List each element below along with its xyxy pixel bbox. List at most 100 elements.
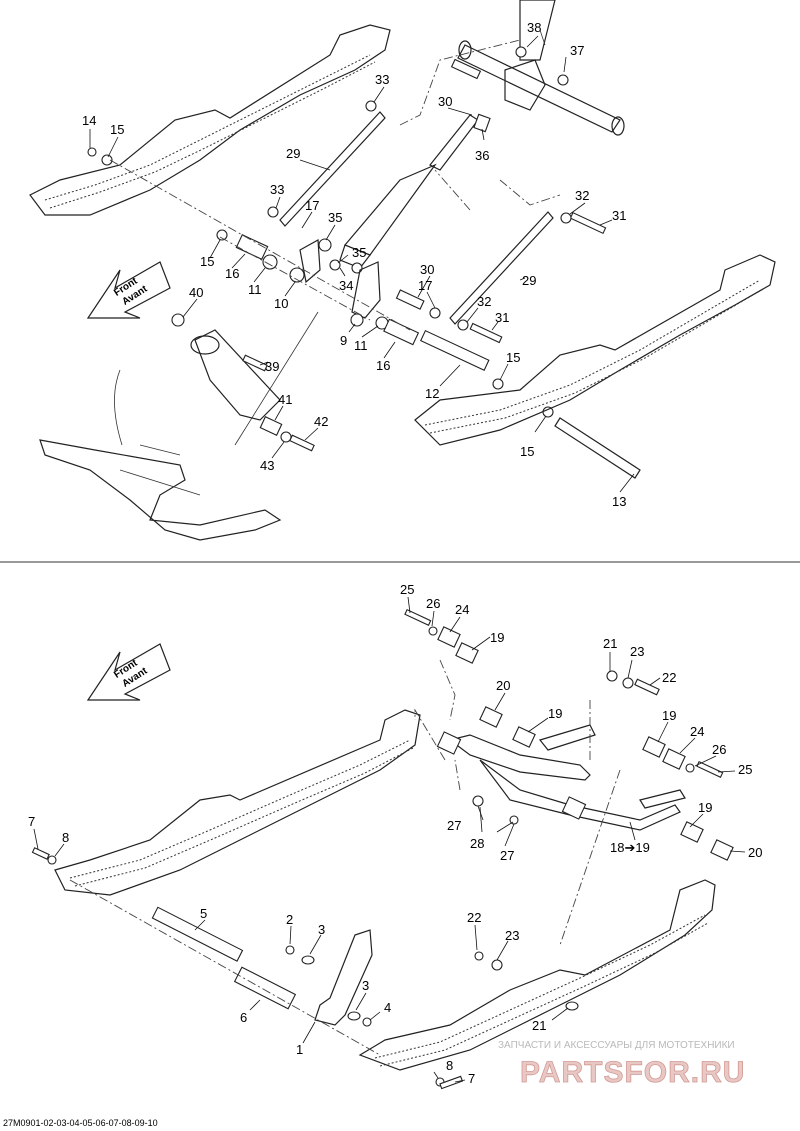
callout-33: 33 <box>270 182 284 197</box>
callout-32: 32 <box>477 294 491 309</box>
callout-37: 37 <box>570 43 584 58</box>
callout-33: 33 <box>375 72 389 87</box>
assembly-centerlines-lower <box>69 659 621 1056</box>
callout-5: 5 <box>200 906 207 921</box>
assembly-centerlines-upper <box>109 39 561 331</box>
callout-21: 21 <box>603 636 617 651</box>
callout-16: 16 <box>376 358 390 373</box>
lower-leader-lines <box>33 596 746 1083</box>
callout-35: 35 <box>352 245 366 260</box>
callout-2: 2 <box>286 912 293 927</box>
upper-view: 38 37 33 30 36 14 15 29 33 17 35 32 31 1… <box>29 0 776 541</box>
callout-36: 36 <box>475 148 489 163</box>
front-arm-frame <box>436 724 686 831</box>
callout-10: 10 <box>274 296 288 311</box>
watermark-tagline: ЗАПЧАСТИ И АКСЕССУАРЫ ДЛЯ МОТОТЕХНИКИ <box>498 1040 735 1051</box>
callout-19: 19 <box>698 800 712 815</box>
callout-21: 21 <box>532 1018 546 1033</box>
chassis-reference-view <box>39 311 319 541</box>
rail-bolts <box>31 847 464 1090</box>
callout-25: 25 <box>400 582 414 597</box>
callout-28: 28 <box>470 836 484 851</box>
callout-23: 23 <box>630 644 644 659</box>
callout-34: 34 <box>339 278 353 293</box>
right-rail-upper <box>414 254 776 446</box>
callout-8: 8 <box>446 1058 453 1073</box>
callout-19: 19 <box>548 706 562 721</box>
watermark: ЗАПЧАСТИ И АКСЕССУАРЫ ДЛЯ МОТОТЕХНИКИ PA… <box>498 1040 745 1089</box>
front-direction-arrow-lower <box>86 643 171 701</box>
callout-24: 24 <box>455 602 469 617</box>
callout-40: 40 <box>189 285 203 300</box>
callout-38: 38 <box>527 20 541 35</box>
front-axle-5-6 <box>151 906 297 1010</box>
callout-29: 29 <box>286 146 300 161</box>
drawing-code: 27M0901-02-03-04-05-06-07-08-09-10 <box>3 1118 158 1128</box>
callout-43: 43 <box>260 458 274 473</box>
callout-1: 1 <box>296 1042 303 1057</box>
callout-41: 41 <box>278 392 292 407</box>
callout-30: 30 <box>438 94 452 109</box>
callout-4: 4 <box>384 1000 391 1015</box>
callout-3: 3 <box>318 922 325 937</box>
lower-bushings <box>404 608 734 861</box>
callout-22: 22 <box>662 670 676 685</box>
callout-42: 42 <box>314 414 328 429</box>
callout-7: 7 <box>468 1071 475 1086</box>
callout-13: 13 <box>612 494 626 509</box>
callout-19: 19 <box>490 630 504 645</box>
left-rail-upper <box>29 24 391 216</box>
callout-17: 17 <box>305 198 319 213</box>
right-rail-lower <box>358 879 716 1087</box>
center-axle-parts <box>87 46 607 418</box>
callout-26: 26 <box>712 742 726 757</box>
callout-20: 20 <box>748 845 762 860</box>
long-axle-13 <box>554 417 641 479</box>
callout-12: 12 <box>425 386 439 401</box>
callout-9: 9 <box>340 333 347 348</box>
callout-27: 27 <box>500 848 514 863</box>
callout-15: 15 <box>520 444 534 459</box>
callout-11: 11 <box>354 338 368 353</box>
front-arm-top-shaft <box>457 0 625 136</box>
callout-27: 27 <box>447 818 461 833</box>
callout-15: 15 <box>200 254 214 269</box>
callout-17: 17 <box>418 278 432 293</box>
front-label-upper: Front Avant <box>112 275 150 307</box>
callout-8: 8 <box>62 830 69 845</box>
lower-view: Front Avant <box>28 582 762 1090</box>
callout-24: 24 <box>690 724 704 739</box>
rear-shock-absorber <box>190 329 315 452</box>
callout-15: 15 <box>110 122 124 137</box>
left-rail-lower <box>54 709 421 896</box>
upper-callout-labels: 38 37 33 30 36 14 15 29 33 17 35 32 31 1… <box>82 20 626 509</box>
callout-19: 19 <box>662 708 676 723</box>
watermark-logo: PARTSFOR.RU <box>520 1056 745 1089</box>
callout-3: 3 <box>362 978 369 993</box>
shock-absorber <box>339 113 491 269</box>
callout-32: 32 <box>575 188 589 203</box>
lower-callout-labels: 25 26 24 19 21 23 22 20 19 19 24 26 25 2… <box>28 582 762 1086</box>
front-direction-arrow-upper <box>86 261 171 319</box>
callout-31: 31 <box>612 208 626 223</box>
callout-22: 22 <box>467 910 481 925</box>
callout-6-visible: 6 <box>240 1010 247 1025</box>
callout-30: 30 <box>420 262 434 277</box>
link-rod-29 <box>279 111 554 325</box>
callout-16: 16 <box>225 266 239 281</box>
callout-39: 39 <box>265 359 279 374</box>
callout-15: 15 <box>506 350 520 365</box>
callout-7: 7 <box>28 814 35 829</box>
callout-20: 20 <box>496 678 510 693</box>
callout-29: 29 <box>522 273 536 288</box>
callout-25: 25 <box>738 762 752 777</box>
callout-23: 23 <box>505 928 519 943</box>
callout-35: 35 <box>328 210 342 225</box>
callout-31: 31 <box>495 310 509 325</box>
callout-26: 26 <box>426 596 440 611</box>
callout-11: 11 <box>248 282 262 297</box>
bracket-1 <box>285 929 373 1027</box>
upper-leader-lines <box>89 35 635 493</box>
callout-14: 14 <box>82 113 96 128</box>
